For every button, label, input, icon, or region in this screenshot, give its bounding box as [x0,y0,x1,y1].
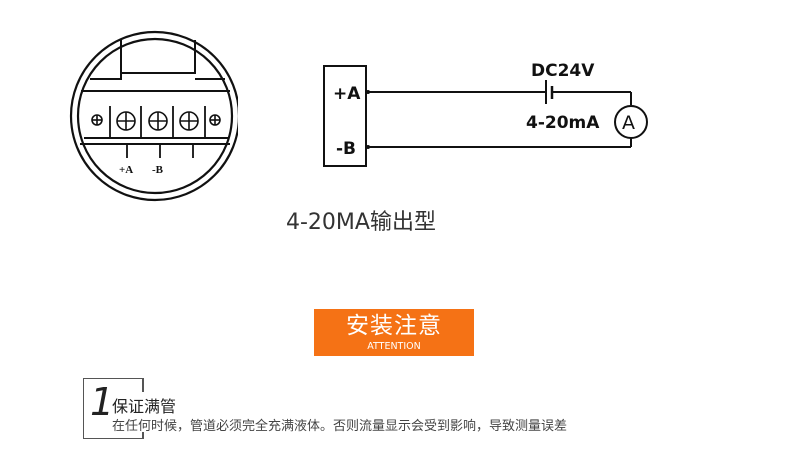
terminal-label-minus-b: -B [152,164,164,176]
note-description: 在任何时候，管道必须完全充满液体。否则流量显示会受到影响，导致测量误差 [112,419,568,434]
note-title: 保证满管 [112,397,177,416]
attention-title: 安装注意 [346,313,442,339]
screw-icon [91,111,221,131]
terminal-block-diagram: +A -B [69,30,238,202]
wiring-circuit-diagram: +A -B A DC24V 4-20mA [323,61,648,167]
output-type-caption: 4-20MA输出型 [286,210,436,235]
circuit-terminal-minus: -B [336,139,356,159]
note-number-frame-edge [142,432,144,439]
note-number: 1 [90,380,115,424]
attention-subtitle: ATTENTION [367,341,421,352]
supply-voltage-label: DC24V [531,61,595,81]
note-number-frame [83,378,143,439]
circuit-terminal-plus: +A [333,84,361,104]
ammeter-icon: A [622,112,635,134]
attention-banner: 安装注意 ATTENTION [314,309,474,356]
terminal-label-plus-a: +A [119,164,133,176]
note-number-frame-edge [142,378,144,392]
current-range-label: 4-20mA [526,113,600,133]
